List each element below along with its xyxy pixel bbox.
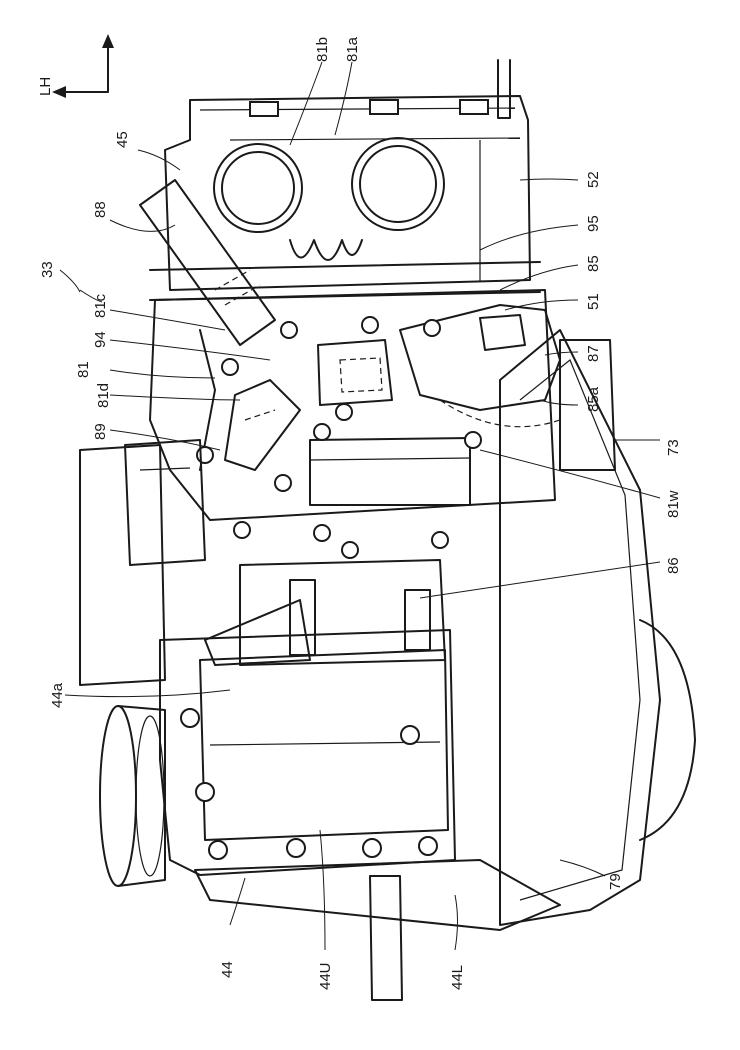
cylinder-block [149,289,556,521]
label-45: 45 [114,131,131,148]
leader-lines [59,61,661,951]
label-94: 94 [92,331,109,348]
label-86: 86 [665,557,682,574]
label-44: 44 [219,961,236,978]
label-33: 33 [39,261,56,278]
housing-86 [204,559,446,666]
label-89: 89 [92,423,109,440]
pulley [99,705,166,887]
label-44L: 44L [449,965,466,990]
reference-numerals: LH 81b 81a 45 52 88 95 85 33 51 81c 94 8… [37,36,682,990]
crankcase-lower [194,859,561,1001]
label-79: 79 [607,873,624,890]
label-81a: 81a [344,36,361,62]
left-bracket [79,439,206,686]
label-44U: 44U [317,962,334,990]
label-85: 85 [585,255,602,272]
label-81: 81 [75,361,92,378]
label-52: 52 [585,171,602,188]
label-81d: 81d [95,383,112,408]
side-cover-79 [499,329,696,926]
label-87: 87 [585,345,602,362]
label-88: 88 [92,201,109,218]
label-51: 51 [585,293,602,310]
label-73: 73 [665,439,682,456]
label-95: 95 [585,215,602,232]
crankcase-upper [159,629,456,876]
label-85a: 85a [585,386,602,412]
label-81b: 81b [314,37,331,62]
orientation-label: LH [37,77,54,96]
duct-85 [399,304,561,428]
label-81c: 81c [92,293,109,318]
lh-direction-arrow [52,34,114,98]
pipe-88 [139,179,276,346]
label-44a: 44a [49,682,66,708]
label-81w: 81w [665,490,682,518]
